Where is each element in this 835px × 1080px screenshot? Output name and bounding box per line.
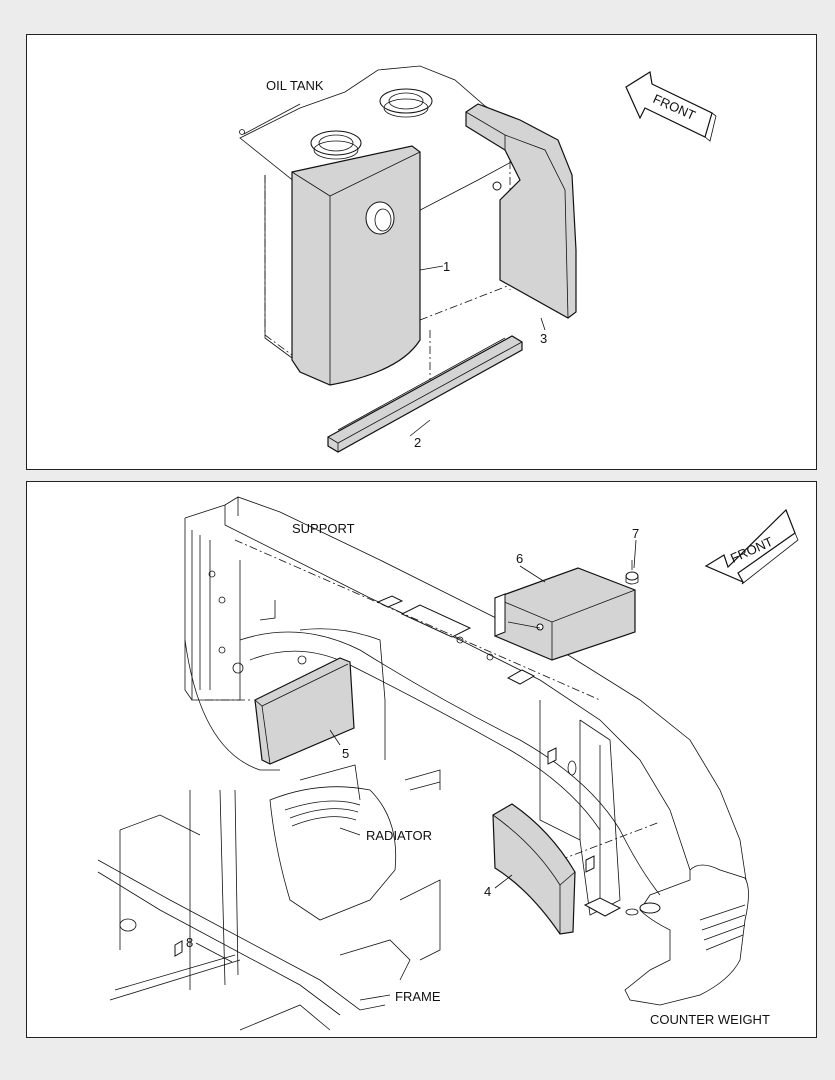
part-4-pad	[492, 803, 576, 935]
callout-6: 6	[516, 551, 523, 566]
callout-5: 5	[342, 746, 349, 761]
part-5-pad	[254, 657, 355, 765]
callout-2: 2	[414, 435, 421, 450]
part-2-rail	[327, 335, 523, 453]
callout-8: 8	[186, 935, 193, 950]
frame-label: FRAME	[395, 989, 441, 1004]
counter-weight-label: COUNTER WEIGHT	[650, 1012, 770, 1027]
part-1-pad	[291, 145, 421, 386]
part-7-bolt-icon	[625, 560, 639, 585]
callout-3: 3	[540, 331, 547, 346]
callout-1: 1	[443, 259, 450, 274]
callout-7: 7	[632, 526, 639, 541]
oil-tank-assembly	[239, 65, 549, 380]
part-3-side-pad	[465, 103, 577, 319]
callout-4: 4	[484, 884, 491, 899]
support-label: SUPPORT	[292, 521, 355, 536]
oil-tank-label: OIL TANK	[266, 78, 324, 93]
radiator-label: RADIATOR	[366, 828, 432, 843]
front-arrow-bottom-icon: FRONT	[704, 508, 799, 585]
front-arrow-top-icon: FRONT	[625, 71, 717, 142]
support-frame-assembly	[97, 496, 749, 1031]
part-6-block	[494, 567, 636, 661]
support-frame-diagram-panel	[26, 481, 817, 1038]
